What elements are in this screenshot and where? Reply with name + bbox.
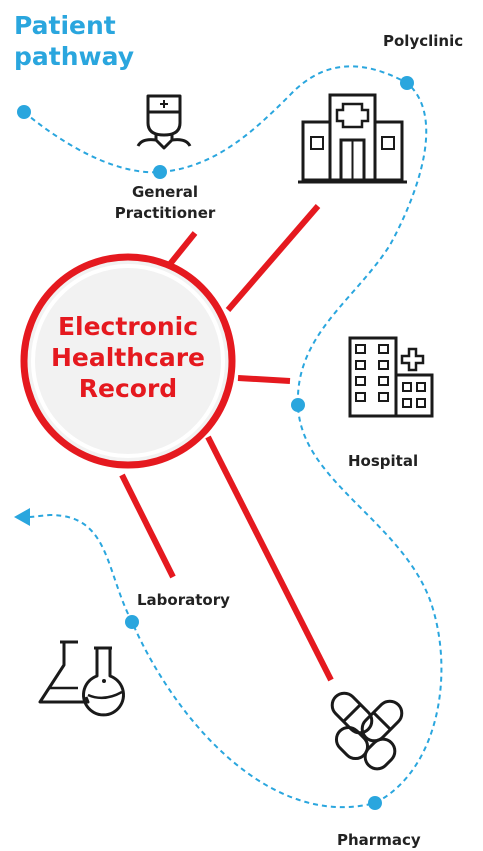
spoke-pharmacy — [205, 435, 334, 682]
spoke-hospital — [237, 375, 291, 384]
pathway-arrowhead — [14, 508, 30, 526]
label-pharmacy: Pharmacy — [337, 831, 421, 849]
label-general-practitioner-line-2: Practitioner — [114, 204, 216, 222]
hospital-building-icon — [348, 336, 434, 418]
pathway-dot-polyclinic — [400, 76, 414, 90]
page-title: Patient pathway — [14, 10, 134, 72]
pathway-dot-start — [17, 105, 31, 119]
label-polyclinic: Polyclinic — [383, 32, 464, 50]
title-line-2: pathway — [14, 42, 135, 71]
pathway-dot-laboratory — [125, 615, 139, 629]
label-general-practitioner-line-1: General — [132, 183, 198, 201]
patient-pathway-line — [23, 65, 443, 809]
title-line-1: Patient — [14, 11, 116, 40]
ehr-label-line-1: Electronic — [57, 312, 199, 341]
doctor-icon — [136, 94, 192, 150]
ehr-label-line-3: Record — [78, 374, 178, 403]
ehr-label: Electronic Healthcare Record — [28, 311, 228, 404]
pills-icon — [330, 691, 404, 771]
pathway-dot-general-practitioner — [153, 165, 167, 179]
pathway-dot-hospital — [291, 398, 305, 412]
spoke-polyclinic — [225, 204, 321, 312]
label-general-practitioner: General Practitioner — [110, 182, 220, 224]
label-laboratory: Laboratory — [137, 591, 230, 609]
lab-flasks-icon — [38, 640, 125, 717]
label-hospital: Hospital — [348, 452, 419, 470]
spoke-laboratory — [119, 473, 176, 579]
ehr-inner-ring — [31, 264, 225, 458]
ehr-label-line-2: Healthcare — [50, 343, 206, 372]
pathway-dot-pharmacy — [368, 796, 382, 810]
spoke-general-practitioner — [167, 231, 198, 266]
polyclinic-building-icon — [298, 93, 407, 184]
